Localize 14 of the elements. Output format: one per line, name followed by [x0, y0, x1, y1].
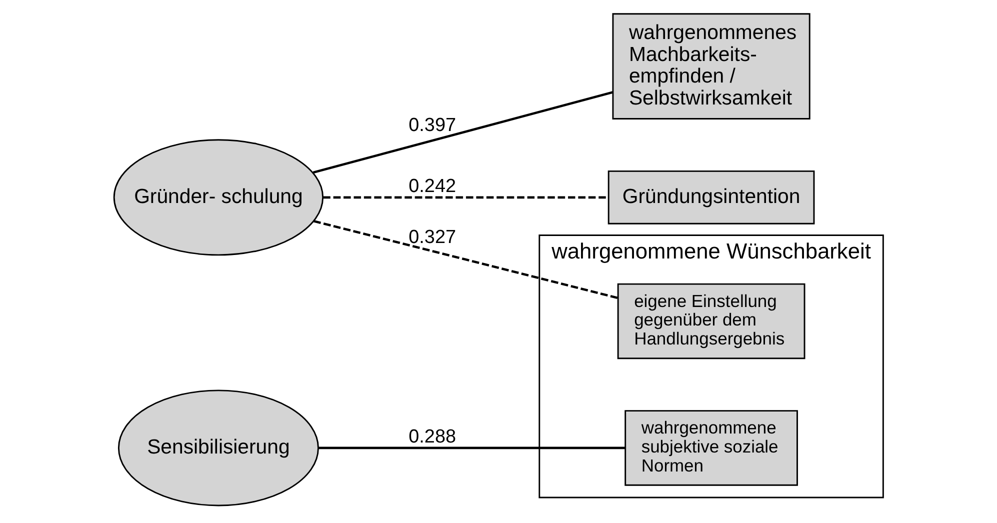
connector — [323, 196, 608, 199]
connector — [314, 220, 618, 300]
edge-label: 0.288 — [408, 426, 456, 448]
edge-label: 0.327 — [408, 227, 456, 248]
node-box: Gründungsintention — [608, 170, 815, 224]
node-box: eigene Einstellung gegenüber dem Handlungsergebnis — [617, 283, 806, 360]
connector — [312, 91, 613, 174]
edge-label: 0.397 — [408, 114, 456, 136]
node-box: wahrgenommene subjektive soziale Normen — [624, 410, 798, 486]
node-ellipse: Gründer- schulung — [113, 139, 324, 256]
node-box: wahrgenommenes Machbarkeits- empfinden / Selbstwirksamkeit — [612, 13, 810, 120]
edge-label: 0.242 — [408, 176, 456, 198]
node-ellipse: Sensibilisierung — [118, 390, 319, 506]
connector — [318, 446, 626, 450]
